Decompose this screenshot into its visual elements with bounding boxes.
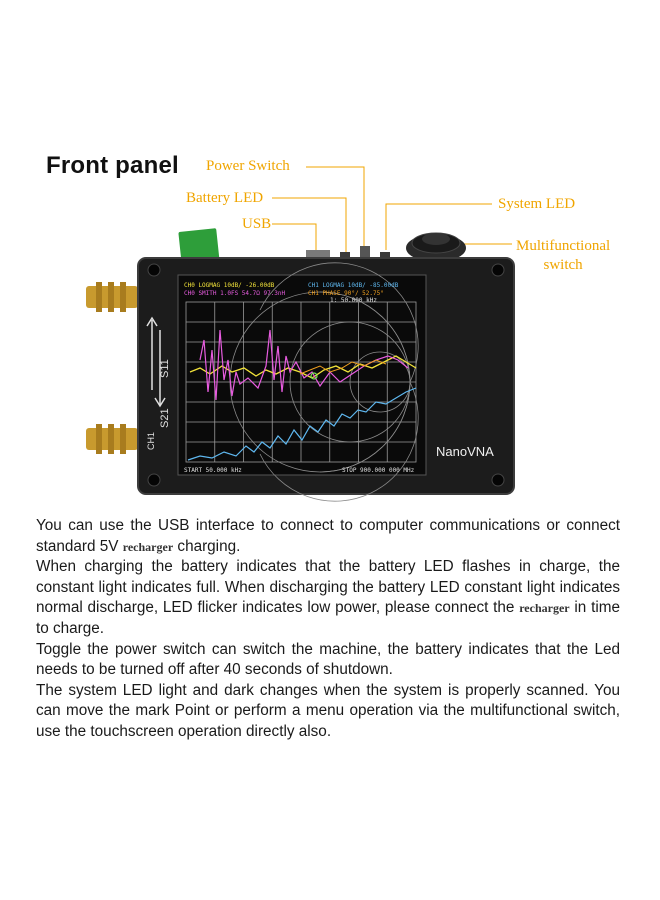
trace-yellow — [189, 355, 417, 379]
smith-chart — [229, 262, 419, 502]
trace-orange — [299, 359, 387, 375]
p2-recharger: recharger — [519, 601, 570, 616]
description-text: You can use the USB interface to connect… — [36, 516, 620, 743]
trace-magenta — [199, 329, 409, 401]
screen-footer-start: START 50.000 kHz — [184, 467, 242, 474]
screen-header-ch1-phase: CH1 PHASE 90°/ 52.75° — [308, 290, 384, 297]
marker-1[interactable] — [310, 372, 318, 380]
callout-battery-led: Battery LED — [186, 190, 264, 206]
leader-power-switch — [306, 166, 365, 250]
port-label-s21: S21 — [159, 408, 171, 428]
callout-multifunctional-switch: Multifunctional switch — [516, 237, 610, 275]
p1-text-a: You can use the USB interface to connect… — [36, 517, 620, 555]
system-led — [380, 252, 390, 260]
brand-label: NanoVNA — [436, 444, 494, 459]
battery-led — [340, 252, 350, 260]
callout-usb: USB — [242, 216, 272, 232]
sma-connector-s21 — [86, 424, 138, 454]
screen-header-ch0-logmag: CH0 LOGMAG 10dB/ -26.00dB — [184, 282, 275, 289]
port-arrows — [146, 316, 166, 408]
screen-header-ch1-logmag: CH1 LOGMAG 10dB/ -85.00dB — [308, 282, 399, 289]
port-label-s11: S11 — [159, 359, 171, 378]
screen-marker-readout: 1: 50.000 kHz — [330, 297, 377, 304]
callout-multifunctional-line2: switch — [543, 257, 583, 273]
description-paragraph-4: The system LED light and dark changes wh… — [36, 681, 620, 740]
leader-battery-led — [272, 197, 347, 255]
leader-system-led — [385, 203, 492, 250]
battery-tab — [178, 228, 220, 266]
description-paragraph-2: When charging the battery indicates that… — [36, 557, 620, 639]
callout-power-switch: Power Switch — [206, 158, 290, 174]
callout-leader-lines — [272, 166, 512, 255]
p1-text-c: charging. — [173, 537, 241, 555]
p2-text-c: in time to charge. — [36, 599, 620, 637]
description-paragraph-3: Toggle the power switch can switch the m… — [36, 640, 620, 679]
sma-connector-s11 — [86, 282, 138, 312]
leader-usb — [272, 223, 317, 252]
page-title: Front panel — [46, 152, 179, 179]
body-screws — [147, 263, 505, 487]
callout-multifunctional-line1: Multifunctional — [516, 238, 611, 254]
description-paragraph-1: You can use the USB interface to connect… — [36, 516, 620, 557]
callout-system-led: System LED — [498, 196, 576, 212]
usb-port[interactable] — [306, 250, 330, 260]
screen-footer-stop: STOP 900.000 000 MHz — [342, 467, 415, 474]
multifunctional-switch[interactable] — [406, 232, 466, 262]
trace-blue — [187, 387, 417, 461]
p2-text-a: When charging the battery indicates that… — [36, 558, 620, 617]
ch1-label: CH1 — [146, 432, 156, 450]
screen-header-ch0-smith: CH0 SMITH 1.0FS 54.7Ω 97.3nH — [184, 290, 286, 297]
p1-recharger: recharger — [122, 539, 174, 554]
power-switch[interactable] — [360, 246, 370, 260]
